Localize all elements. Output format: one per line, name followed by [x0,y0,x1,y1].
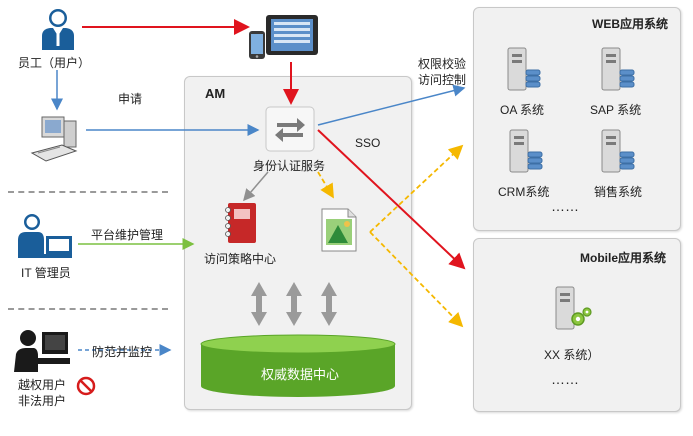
unauthorized-label-line1: 越权用户 [18,378,67,392]
web-systems-title: WEB应用系统 [592,17,668,31]
it-admin-icon [18,214,72,258]
employee-icon [42,9,74,50]
sap-system-label: SAP 系统 [590,103,642,117]
phone-icon [249,31,265,59]
web-more-ellipsis: …… [551,198,579,214]
sap-server-icon [601,47,635,91]
forbidden-icon [76,376,96,396]
unauthorized-label-line2: 非法用户 [18,394,67,408]
arrow-auth-to-policy [243,171,269,202]
am-title: AM [205,86,226,101]
crm-system-label: CRM系统 [498,185,550,199]
arrow-document-to-web [369,144,464,233]
computer-icon [30,116,78,162]
mobile-systems-title: Mobile应用系统 [580,251,666,265]
xx-system-label: XX 系统） [544,348,600,362]
xx-server-icon [555,286,592,330]
sync-double-arrows [251,282,337,326]
auth-service-icon [265,106,315,152]
separator-line [8,191,168,193]
platform-maintenance-label: 平台维护管理 [91,228,164,242]
mobile-more-ellipsis: …… [551,371,579,387]
crm-server-icon [509,129,543,173]
arrow-document-to-mobile [369,231,464,328]
arrow-auth-to-document [317,171,334,199]
sso-label: SSO [355,136,381,150]
document-icon [321,208,357,252]
oa-server-icon [507,47,541,91]
it-admin-label: IT 管理员 [21,266,71,280]
web-systems-panel [473,7,681,231]
sales-system-label: 销售系统 [594,185,643,199]
tablet-icon [266,15,318,55]
permission-label-line2: 访问控制 [418,73,467,87]
sales-server-icon [601,129,635,173]
auth-service-label: 身份认证服务 [253,159,326,173]
prevent-monitor-label: 防范并监控 [92,345,153,359]
arrow-auth-to-web [317,84,466,126]
arrow-sso [317,129,466,270]
apply-label: 申请 [118,92,143,106]
permission-label-line1: 权限校验 [418,57,467,71]
policy-center-icon [225,203,256,243]
employee-label: 员工（用户） [18,56,91,70]
separator-line [8,308,168,310]
authority-db-label: 权威数据中心 [261,367,340,382]
policy-center-label: 访问策略中心 [204,252,277,266]
oa-system-label: OA 系统 [500,103,545,117]
authority-database [200,334,396,397]
unauthorized-user-icon [14,330,70,372]
